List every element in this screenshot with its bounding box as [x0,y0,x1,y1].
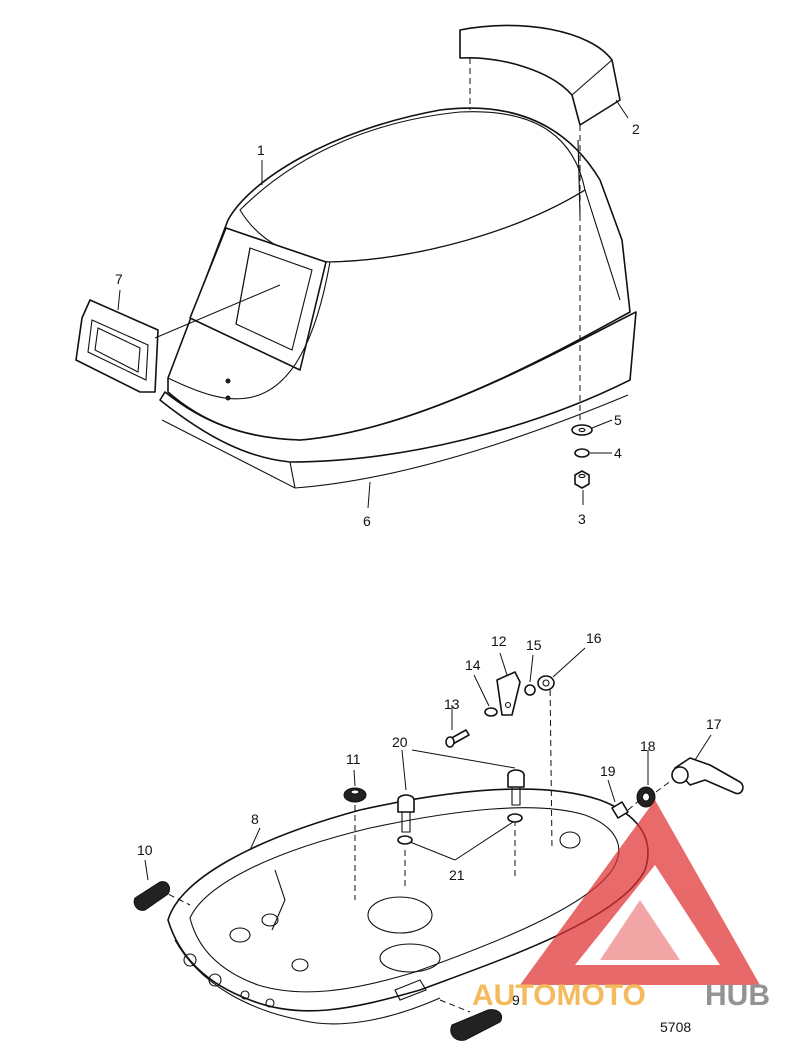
lock-washer-icon [574,448,590,458]
callout-10: 10 [137,842,153,858]
watermark-hub: HUB [705,979,770,1012]
bottom-cowl-assembly [133,671,744,1041]
callout-1: 1 [257,142,265,158]
callout-8: 8 [251,811,259,827]
callout-21: 21 [449,867,465,883]
nut-icon [574,470,590,489]
bolt-icon [507,769,525,806]
callout-9: 9 [512,992,520,1008]
callout-17: 17 [706,716,722,732]
watermark: AUTOMOTO HUB [472,800,770,1012]
screw-icon [445,729,470,748]
callout-13: 13 [444,696,460,712]
washer-icon [484,707,498,717]
callout-5: 5 [614,412,622,428]
callout-15: 15 [526,637,542,653]
callout-16: 16 [586,630,602,646]
callout-18: 18 [640,738,656,754]
bushing-icon [611,801,629,819]
washer-icon [571,424,593,436]
washer-icon [524,684,536,696]
callout-4: 4 [614,445,622,461]
washer-icon [636,786,656,808]
callout-19: 19 [600,763,616,779]
washer-icon [507,813,523,823]
figure-number: 5708 [660,1019,691,1035]
callout-3: 3 [578,511,586,527]
triangle-logo-icon [520,800,760,985]
callout-6: 6 [363,513,371,529]
leader-lines [117,99,712,881]
callout-2: 2 [632,121,640,137]
callout-11: 11 [346,751,361,767]
grommet-icon [450,1009,503,1041]
bolt-icon [397,794,415,833]
callout-7: 7 [115,271,123,287]
callout-20: 20 [392,734,408,750]
grommet-icon [133,881,171,911]
callout-12: 12 [491,633,507,649]
top-cowl-assembly [75,24,637,489]
watermark-auto: AUTOMOTO [472,979,646,1012]
latch-plate-icon [496,671,521,716]
air-inlet-grille-icon [75,284,281,393]
latch-lever-icon [671,757,744,795]
grommet-icon [343,787,367,803]
nut-icon [537,675,555,691]
rear-cover-icon [459,24,621,420]
washer-icon [397,835,413,845]
callout-14: 14 [465,657,481,673]
callout-labels: 1 2 3 4 5 6 7 8 9 10 11 12 13 14 15 16 1… [115,121,722,1008]
